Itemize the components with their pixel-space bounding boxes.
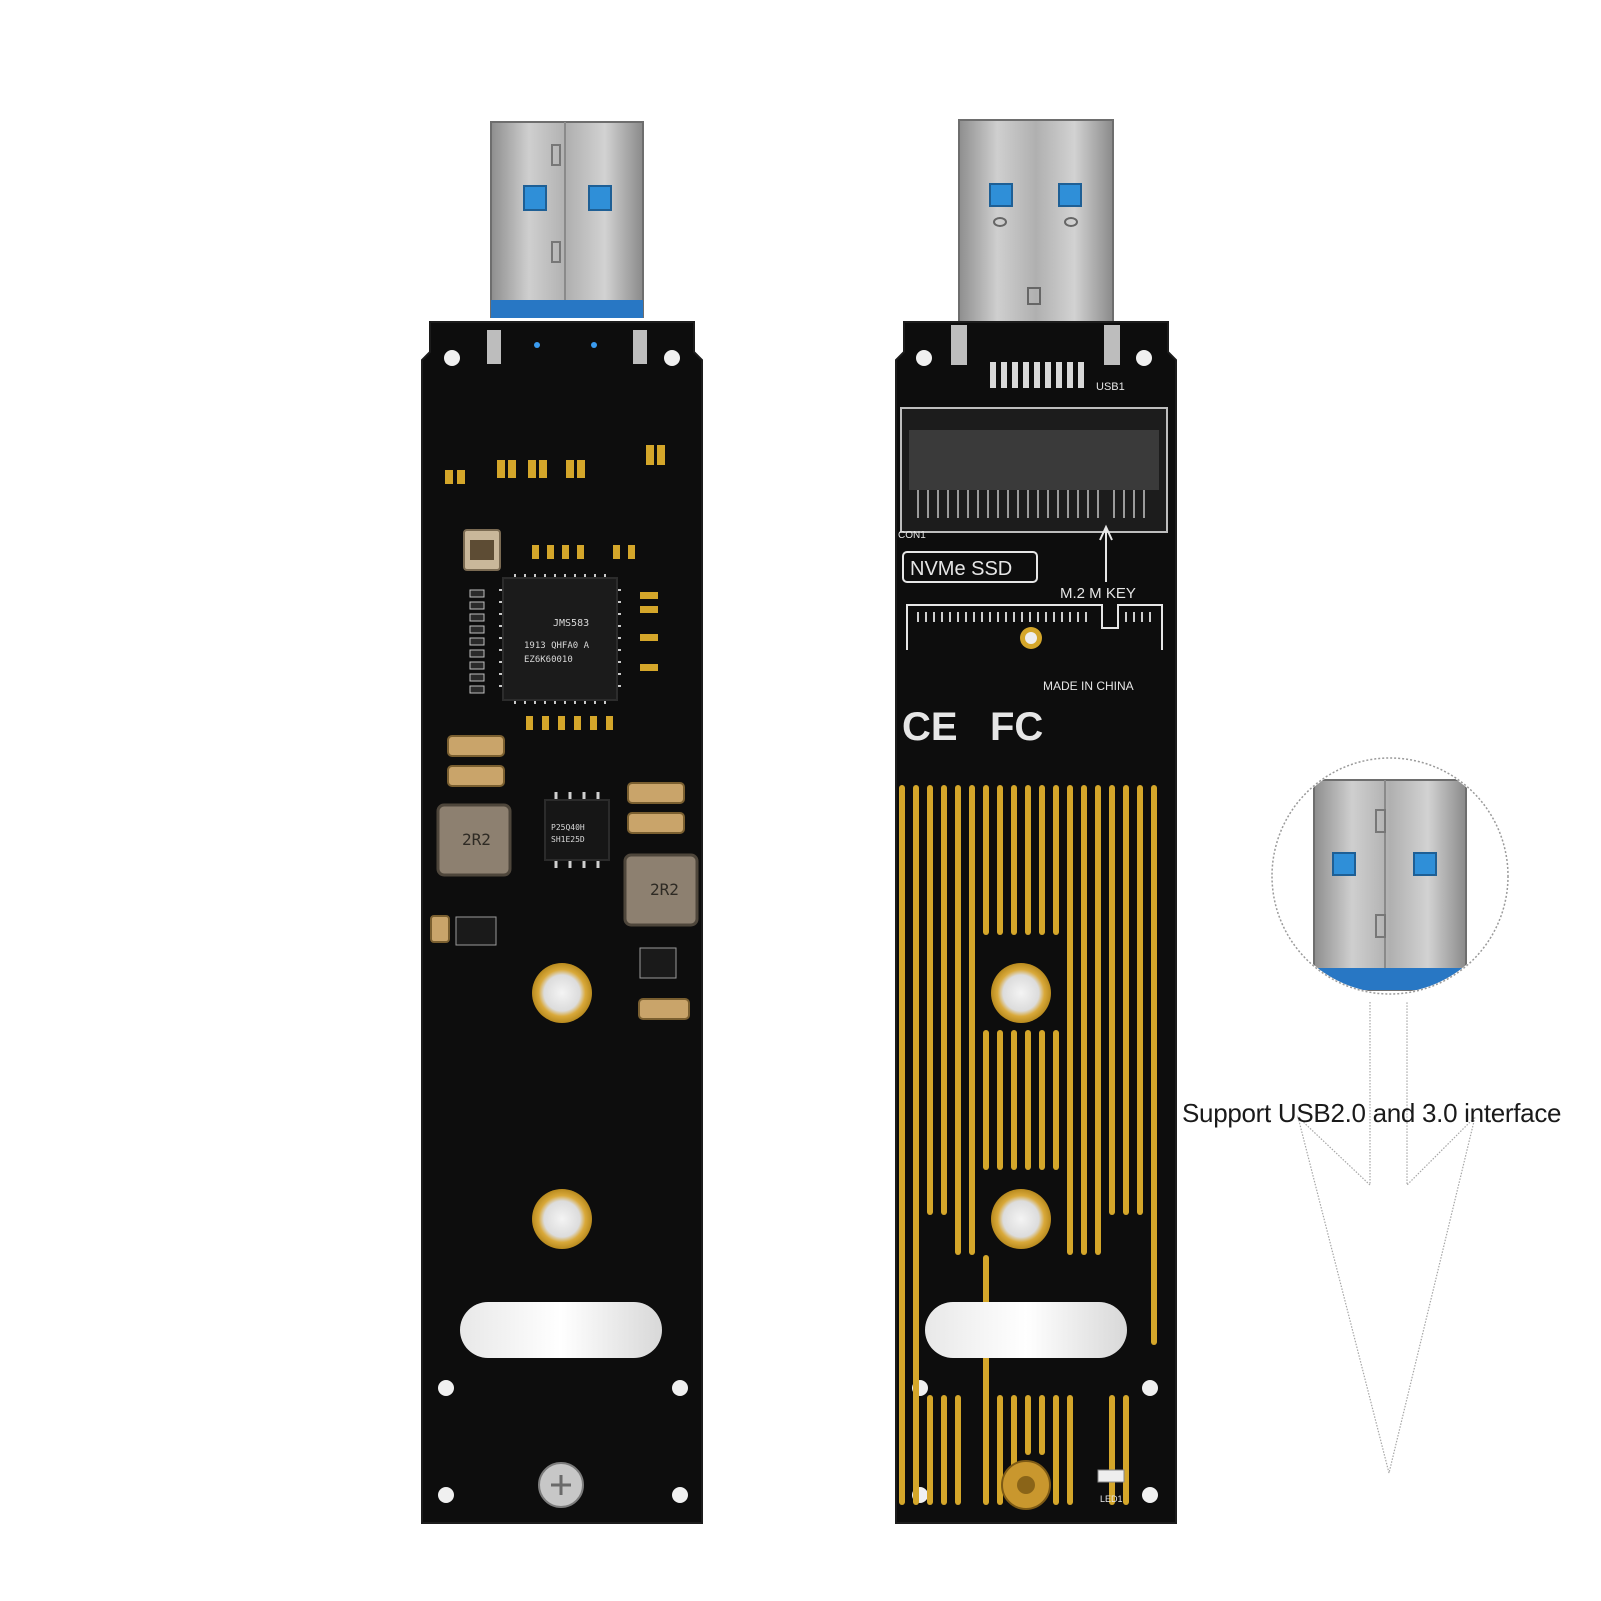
- chip-label-3: EZ6K60010: [524, 655, 573, 665]
- pcb-front: [895, 321, 1177, 1524]
- m2-connector: [900, 407, 1168, 533]
- usb-plug-back: [490, 121, 644, 318]
- front-pad-2: [991, 1189, 1051, 1249]
- flash-label-1: P25Q40H: [551, 823, 585, 832]
- capacitors: [430, 735, 690, 1020]
- screw: [538, 1462, 584, 1508]
- front-pad-1: [991, 963, 1051, 1023]
- flash-chip: P25Q40H SH1E25D: [544, 792, 610, 868]
- mount-pad-2: [532, 1189, 592, 1249]
- fcc-mark: FC: [990, 705, 1043, 749]
- m2-key-label: M.2 M KEY: [1060, 585, 1136, 602]
- back-board: JMS583 1913 QHFA0 A EZ6K60010: [421, 121, 703, 1524]
- controller-chip: JMS583 1913 QHFA0 A EZ6K60010: [499, 574, 621, 704]
- made-in-china-label: MADE IN CHINA: [1043, 679, 1134, 693]
- down-arrow: [1296, 1002, 1477, 1474]
- key-outline: [906, 604, 1163, 650]
- gold-traces: [899, 785, 1157, 1505]
- inductor-label-1: 2R2: [462, 830, 491, 849]
- mount-pad-1: [532, 963, 592, 1023]
- flash-label-2: SH1E25D: [551, 835, 585, 844]
- inductor-label-2: 2R2: [650, 880, 679, 899]
- inductor-l61: 2R2: [436, 803, 512, 877]
- con1-label: CON1: [898, 530, 926, 541]
- zoom-inset: [1271, 757, 1509, 995]
- pcb-back: [421, 321, 703, 1524]
- nvme-ssd-label: NVMe SSD: [910, 558, 1012, 580]
- ce-mark: CE: [902, 705, 958, 749]
- usb1-label: USB1: [1096, 381, 1125, 393]
- caption-text: Support USB2.0 and 3.0 interface: [1182, 1098, 1562, 1128]
- front-board: USB1 CON1: [895, 119, 1177, 1524]
- chip-label-1: JMS583: [553, 618, 589, 629]
- chip-label-2: 1913 QHFA0 A: [524, 641, 590, 651]
- front-oval-slot: [925, 1302, 1127, 1358]
- led1-label: LED1: [1100, 1494, 1123, 1504]
- inductor-l62: 2R2: [623, 853, 699, 927]
- oval-slot: [460, 1302, 662, 1358]
